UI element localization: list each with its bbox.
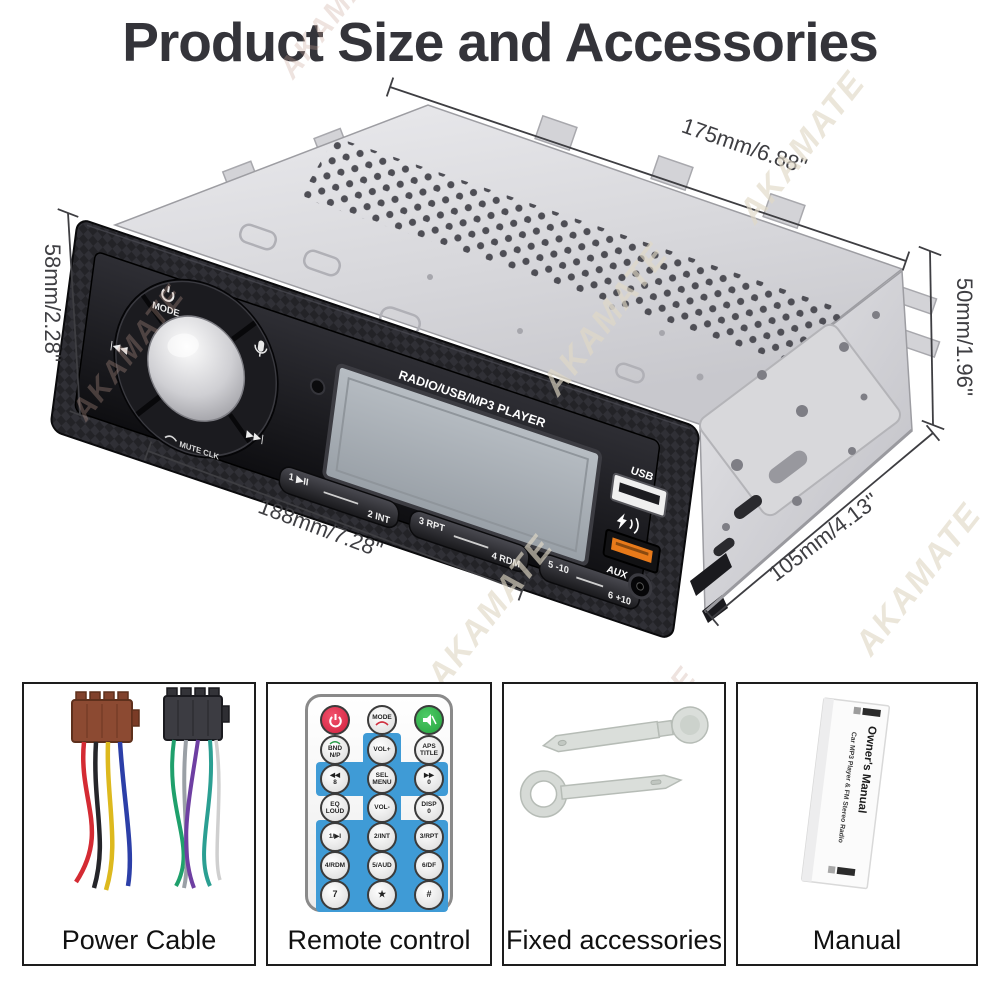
iso-connector-brown [71, 691, 140, 891]
mic-icon [254, 340, 268, 357]
remote-vol-down-button: VOL- [367, 793, 397, 823]
phone-icon [329, 740, 341, 745]
mute-speaker-icon [423, 714, 437, 726]
preset-button-1: 1 ▶II 2 INT [278, 466, 400, 529]
fixed-accessories-box: Fixed accessories [502, 682, 726, 966]
remote-power-button [320, 705, 350, 735]
stereo-front-face: MODE |◀◀ ▶▶| MUTE CLK RADIO/USB/MP3 PLAY… [50, 220, 700, 638]
removal-key-bottom [519, 770, 683, 818]
lcd-display [322, 363, 603, 566]
removal-key-top [541, 706, 709, 753]
remote-mode-button: MODE [367, 705, 397, 735]
remote-hash-button: # [414, 880, 444, 910]
power-cable-illustration [71, 687, 230, 891]
remote-2-button: 2/INT [367, 822, 397, 852]
accessories-row: Power Cable MODE [0, 682, 1000, 968]
face-screw [309, 378, 326, 396]
manual-caption: Manual [812, 925, 902, 955]
remote-7-button: 7 [320, 880, 350, 910]
power-cable-caption: Power Cable [61, 925, 217, 955]
charging-usb-port [602, 528, 661, 574]
remote-prev-button: ◀◀8 [320, 764, 350, 794]
remote-3-button: 3/RPT [414, 822, 444, 852]
remote-star-button: ★ [367, 880, 397, 910]
dimension-top-label: 175mm/6.88'' [679, 113, 811, 179]
dimension-lines [57, 77, 945, 627]
removal-keys-illustration [519, 706, 709, 818]
remote-4-button: 4/RDM [320, 851, 350, 881]
dimension-right-label: 50mm/1.96'' [952, 278, 977, 396]
phone-icon [164, 435, 178, 442]
remote-6-button: 6/DF [414, 851, 444, 881]
power-icon [328, 713, 342, 727]
power-cable-box: Power Cable [22, 682, 256, 966]
stereo-product-image: MODE |◀◀ ▶▶| MUTE CLK RADIO/USB/MP3 PLAY… [40, 77, 977, 638]
dimension-left-label: 58mm/2.28'' [40, 244, 65, 362]
chassis-vent-holes [300, 137, 848, 371]
remote-vol-up-button: VOL+ [367, 735, 397, 765]
phone-icon [375, 721, 389, 726]
remote-5-button: 5/AUD [367, 851, 397, 881]
remote-caption: Remote control [287, 925, 471, 955]
chassis-bottom-edge [704, 428, 913, 614]
manual-illustration: Owner's Manual Car MP3 Player & FM Stere… [801, 697, 891, 890]
usb-port [610, 472, 669, 518]
remote-mute-button [414, 705, 444, 735]
power-mode-icon [161, 285, 175, 302]
fast-charge-icon [616, 513, 639, 534]
manual-box: Owner's Manual Car MP3 Player & FM Stere… [736, 682, 978, 966]
remote-next-button: ▶▶0 [414, 764, 444, 794]
preset-button-2: 3 RPT 4 RDM [408, 510, 530, 573]
page-title: Product Size and Accessories [122, 11, 879, 73]
aux-jack [628, 573, 653, 600]
chassis-side-holes [722, 311, 880, 531]
chassis-side-bracket [690, 553, 732, 623]
remote-1-button: 1/▶I [320, 822, 350, 852]
fixed-accessories-caption: Fixed accessories [505, 925, 723, 955]
iso-connector-black [163, 687, 230, 889]
